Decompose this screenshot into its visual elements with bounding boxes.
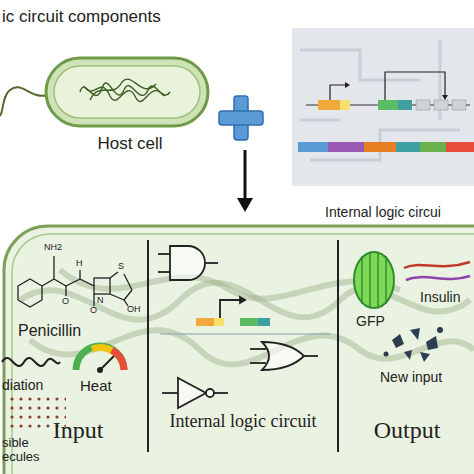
atom-label: NH2 bbox=[44, 243, 62, 253]
atom-label: S bbox=[118, 262, 124, 272]
atom-label: O bbox=[62, 297, 69, 307]
output-label: Insulin bbox=[420, 290, 460, 305]
output-section: Output bbox=[340, 232, 474, 458]
logic-gates bbox=[158, 246, 330, 408]
new-input-molecules bbox=[384, 327, 444, 362]
gfp-barrel bbox=[354, 252, 394, 308]
node-label: Input bbox=[53, 417, 104, 444]
node-label: Internal logic circuit bbox=[170, 411, 317, 432]
atom-label: OH bbox=[127, 305, 141, 315]
input-label: Penicillin bbox=[18, 322, 81, 340]
logic-circuit-panel: Internal logic circui bbox=[292, 28, 474, 224]
radiation-wave bbox=[2, 358, 60, 366]
host-cell: Host cell bbox=[40, 50, 220, 154]
input-label: sible ecules bbox=[2, 436, 48, 465]
logic-section: Internal logic circuit bbox=[150, 232, 336, 458]
down-arrow bbox=[237, 150, 253, 212]
diagram-title: ic circuit components bbox=[2, 8, 161, 27]
logic-circuit-panel bbox=[292, 28, 474, 186]
output-label: GFP bbox=[356, 314, 385, 329]
insulin-chains bbox=[404, 262, 470, 280]
plus-sign bbox=[219, 96, 263, 140]
engineered-cell bbox=[4, 226, 474, 474]
node-label: Output bbox=[374, 417, 441, 444]
input-label: diation bbox=[2, 378, 43, 393]
node-label: Internal logic circui bbox=[325, 204, 441, 220]
input-label: Heat bbox=[80, 378, 112, 395]
host-cell-drawing bbox=[0, 58, 208, 126]
atom-label: O bbox=[90, 306, 97, 316]
penicillin-structure bbox=[18, 256, 132, 307]
node-label: Host cell bbox=[97, 134, 162, 154]
heat-gauge bbox=[76, 346, 124, 373]
atom-label: H bbox=[76, 259, 83, 269]
output-label: New input bbox=[380, 370, 442, 385]
atom-label: N bbox=[97, 296, 104, 306]
